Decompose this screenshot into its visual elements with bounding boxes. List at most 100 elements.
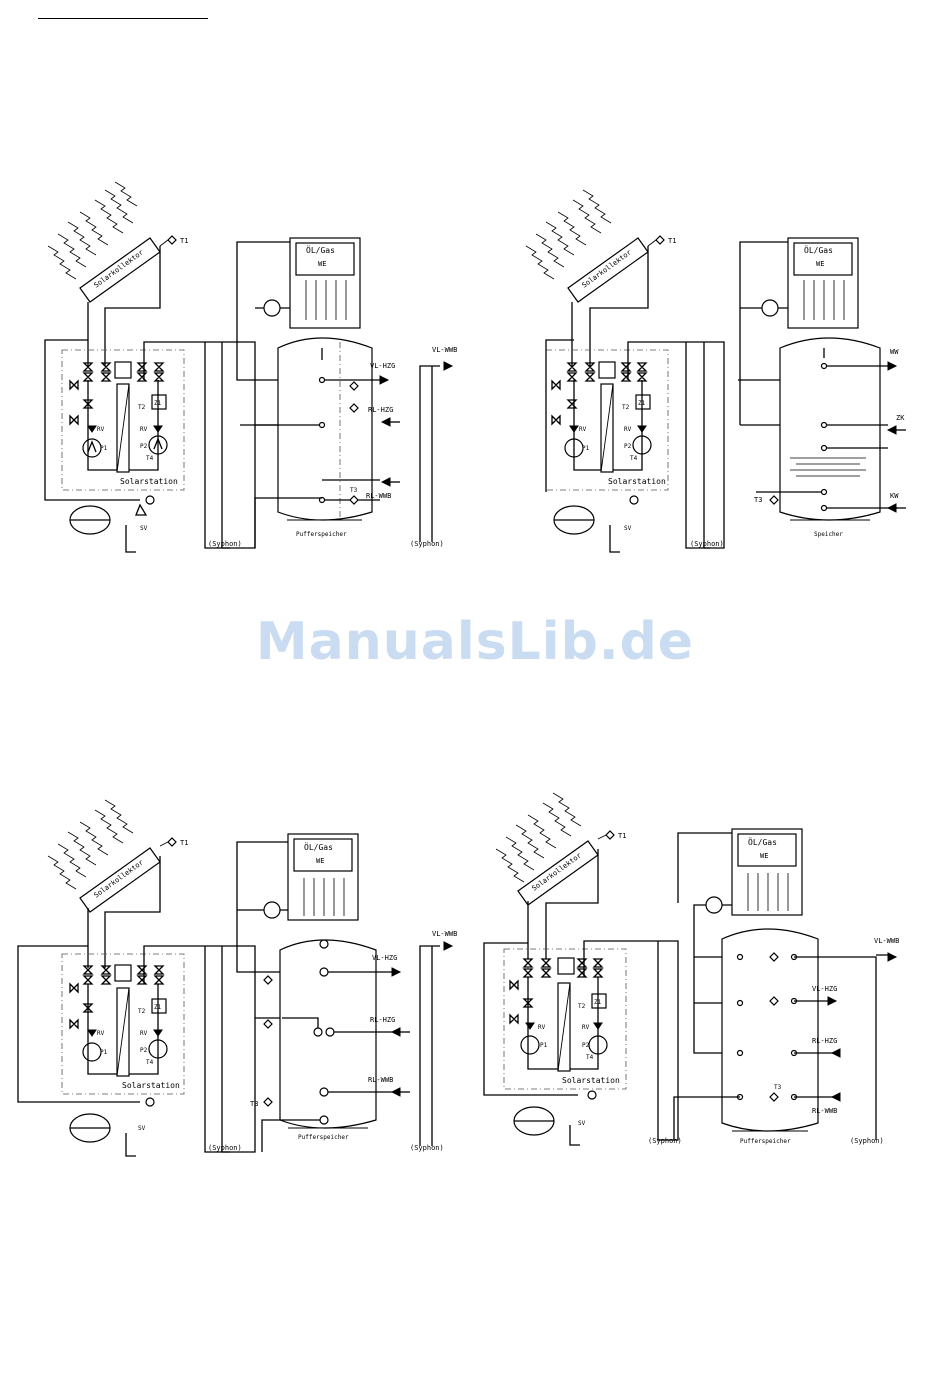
- svg-text:T4: T4: [630, 455, 638, 462]
- svg-text:ÖL/Gas: ÖL/Gas: [748, 837, 777, 847]
- sensor-t1-icon: [605, 830, 615, 840]
- sun-rays: [47, 799, 134, 890]
- svg-text:T3: T3: [350, 487, 358, 494]
- svg-text:WE: WE: [318, 260, 326, 268]
- boiler-pump-icon: [263, 299, 281, 317]
- svg-text:T4: T4: [146, 455, 154, 462]
- svg-text:(Syphon): (Syphon): [850, 1137, 884, 1145]
- svg-text:P2: P2: [140, 1047, 148, 1054]
- arrow-out-icon: [887, 952, 898, 962]
- svg-text:RV: RV: [140, 426, 148, 433]
- check-valve-icon: [87, 425, 97, 433]
- pressure-gauge-icon: [145, 495, 155, 505]
- svg-text:(Syphon): (Syphon): [208, 1144, 242, 1152]
- port-vl-hzg: VL-HZG: [370, 362, 395, 370]
- sun-rays: [525, 189, 612, 280]
- svg-text:P1: P1: [540, 1042, 548, 1049]
- svg-text:P2: P2: [140, 443, 148, 450]
- pump-p1-icon: [82, 1042, 102, 1062]
- port-rl-wwb: RL-WWB: [366, 492, 391, 500]
- svg-text:WE: WE: [316, 857, 324, 865]
- sensor-icon: [769, 996, 779, 1006]
- svg-text:WE: WE: [816, 260, 824, 268]
- svg-text:RV: RV: [624, 426, 632, 433]
- svg-text:RL-WWB: RL-WWB: [368, 1076, 393, 1084]
- svg-text:Solarstation: Solarstation: [562, 1076, 620, 1085]
- arrow-in-icon: [830, 1048, 841, 1058]
- svg-text:RL-WWB: RL-WWB: [812, 1107, 837, 1115]
- pump-p1-icon: [520, 1035, 540, 1055]
- sensor-icon: [263, 975, 273, 985]
- arrow-out-icon: [379, 375, 390, 385]
- buffer-tank: Pufferspeicher: [721, 928, 819, 1145]
- boiler-unit: ÖL/Gas WE: [287, 833, 359, 921]
- svg-text:SV: SV: [624, 525, 632, 532]
- watermark: ManualsLib.de: [255, 612, 695, 672]
- solar-collector: Solarkollektor: [567, 237, 649, 303]
- arrow-in-icon: [380, 417, 391, 427]
- arrow-out-icon: [391, 967, 402, 977]
- svg-text:(Syphon): (Syphon): [410, 1144, 444, 1152]
- arrow-out-icon: [443, 941, 454, 951]
- solar-collector: Solarkollektor: [517, 840, 599, 906]
- sensor-t3-icon: [349, 495, 359, 505]
- svg-text:Pufferspeicher: Pufferspeicher: [740, 1138, 791, 1145]
- arrow-in-icon: [390, 1027, 401, 1037]
- port-vl-wwb: VL-WWB: [432, 346, 457, 354]
- svg-text:WE: WE: [760, 852, 768, 860]
- sensor-t1-label: T1: [180, 237, 188, 245]
- svg-text:VL-WWB: VL-WWB: [874, 937, 899, 945]
- svg-text:RV: RV: [140, 1030, 148, 1037]
- port-kw: KW: [890, 492, 899, 500]
- solar-station-box: [503, 948, 627, 1090]
- svg-text:RV: RV: [97, 1030, 105, 1037]
- sensor-icon: [349, 381, 359, 391]
- svg-text:SV: SV: [578, 1120, 586, 1127]
- solar-station-box: [61, 349, 185, 491]
- svg-text:T2: T2: [578, 1003, 586, 1010]
- sensor-t3-icon: [769, 1092, 779, 1102]
- solar-collector: Solarkollektor: [79, 847, 161, 913]
- svg-text:RV: RV: [538, 1024, 546, 1031]
- svg-text:RV: RV: [582, 1024, 590, 1031]
- sensor-icon: [769, 952, 779, 962]
- arrow-in-icon: [380, 477, 391, 487]
- svg-text:T2: T2: [138, 404, 146, 411]
- solar-diagram-buffer-tank-2: Solarkollektor T1 Z1 RV RV P1 P2 T2 T4 S…: [17, 799, 457, 1157]
- solar-station-box: [61, 953, 185, 1095]
- svg-text:RV: RV: [579, 426, 587, 433]
- svg-text:RL-HZG: RL-HZG: [812, 1037, 837, 1045]
- svg-text:ÖL/Gas: ÖL/Gas: [304, 842, 333, 852]
- svg-text:RV: RV: [97, 426, 105, 433]
- svg-text:P2: P2: [582, 1042, 590, 1049]
- boiler-label: ÖL/Gas: [306, 245, 335, 255]
- port-zk: ZK: [896, 414, 905, 422]
- svg-text:T2: T2: [622, 404, 630, 411]
- svg-text:Pufferspeicher: Pufferspeicher: [298, 1134, 349, 1141]
- tank-label: Pufferspeicher: [296, 531, 347, 538]
- svg-text:P1: P1: [100, 445, 108, 452]
- svg-text:P2: P2: [624, 443, 632, 450]
- solar-diagram-hot-water-tank: Solarkollektor T1 Z1 RV RV P1 P2 T2 T4 S…: [525, 189, 906, 553]
- solar-diagram-buffer-tank-3: Solarkollektor T1 Z1 RV RV P1 P2 T2 T4 S…: [483, 792, 899, 1146]
- boiler-unit: ÖL/Gas WE: [289, 237, 361, 329]
- boiler-pump-icon: [761, 299, 779, 317]
- svg-text:ÖL/Gas: ÖL/Gas: [804, 245, 833, 255]
- svg-text:T3: T3: [774, 1084, 782, 1091]
- arrow-out-icon: [887, 361, 898, 371]
- svg-text:P1: P1: [100, 1049, 108, 1056]
- arrow-in-icon: [886, 425, 897, 435]
- arrow-in-icon: [830, 1092, 841, 1102]
- boiler-pump-icon: [263, 901, 281, 919]
- svg-text:T1: T1: [668, 237, 676, 245]
- svg-text:SV: SV: [140, 525, 148, 532]
- solar-collector: Solarkollektor: [79, 237, 161, 303]
- sensor-t1-icon: [655, 235, 665, 245]
- svg-text:VL-WWB: VL-WWB: [432, 930, 457, 938]
- svg-text:T3: T3: [250, 1100, 258, 1108]
- syphon-label: (Syphon): [208, 540, 242, 548]
- svg-text:(Syphon): (Syphon): [410, 540, 444, 548]
- svg-text:T1: T1: [618, 832, 626, 840]
- flow-meter-z1: [151, 394, 167, 410]
- pressure-gauge-icon: [629, 495, 639, 505]
